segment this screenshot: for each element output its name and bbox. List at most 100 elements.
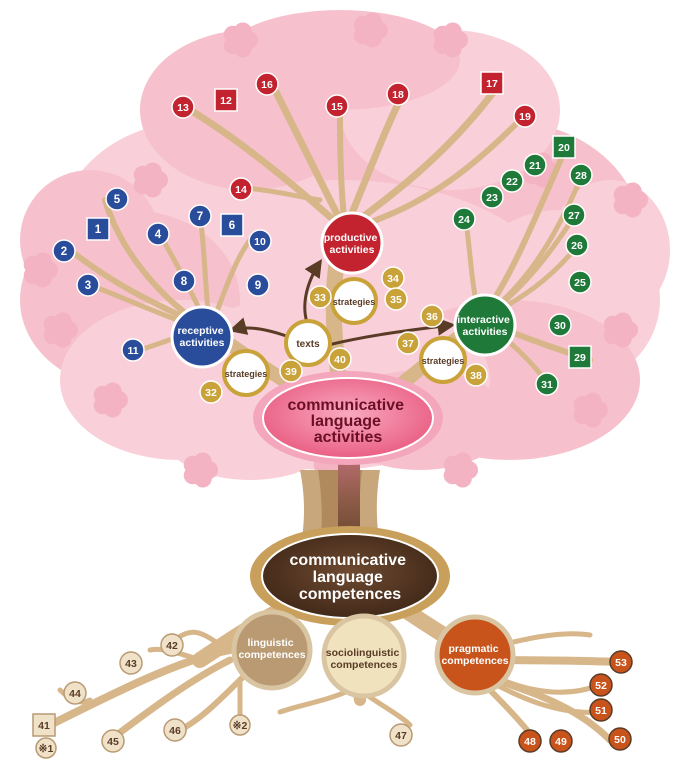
marker-17: 17 xyxy=(480,71,504,95)
pragmatic-label: pragmatic competences xyxy=(441,643,508,667)
marker-1: 1 xyxy=(86,217,110,241)
marker-label: 9 xyxy=(255,280,261,292)
marker-label: 30 xyxy=(554,320,566,332)
marker-label: 5 xyxy=(114,194,121,206)
marker-label: 32 xyxy=(205,387,217,399)
marker-label: 42 xyxy=(166,640,178,652)
strategies-interactive-circle xyxy=(419,336,467,384)
marker-32: 32 xyxy=(199,380,223,404)
receptive-label: receptive activities xyxy=(177,325,226,349)
marker-label: 23 xyxy=(486,192,498,204)
marker-shape xyxy=(480,71,504,95)
marker-23: 23 xyxy=(480,185,504,209)
marker-label: 45 xyxy=(107,736,119,748)
sociolinguistic-node: sociolinguistic competences xyxy=(321,613,407,699)
marker-39: 39 xyxy=(279,359,303,383)
marker-42: 42 xyxy=(160,633,184,657)
marker-shape xyxy=(188,204,212,228)
strategies-productive-label: strategies xyxy=(333,297,376,307)
marker-label: 43 xyxy=(125,658,137,670)
marker-40: 40 xyxy=(328,347,352,371)
marker-7: 7 xyxy=(188,204,212,228)
marker-49: 49 xyxy=(549,729,573,753)
marker-35: 35 xyxy=(384,287,408,311)
interactive-label: interactive activities xyxy=(457,314,512,338)
marker-14: 14 xyxy=(229,177,253,201)
marker-25: 25 xyxy=(568,270,592,294)
marker-37: 37 xyxy=(396,331,420,355)
marker-38: 38 xyxy=(464,363,488,387)
marker-note-1: ※1 xyxy=(35,737,57,759)
marker-12: 12 xyxy=(214,88,238,112)
marker-shape xyxy=(549,729,573,753)
marker-label: 19 xyxy=(519,111,531,123)
marker-shape xyxy=(569,163,593,187)
linguistic-label: linguistic competences xyxy=(238,637,305,661)
competences-node: communicative language competences xyxy=(250,526,450,626)
strategies-receptive-circle xyxy=(222,349,270,397)
marker-label: 40 xyxy=(334,354,346,366)
marker-shape xyxy=(568,270,592,294)
marker-28: 28 xyxy=(569,163,593,187)
marker-label: 12 xyxy=(220,95,232,107)
marker-label: 6 xyxy=(229,220,235,232)
blossom-petal xyxy=(103,382,122,401)
blossom-petal xyxy=(33,252,52,271)
marker-shape xyxy=(518,729,542,753)
marker-15: 15 xyxy=(325,94,349,118)
blossom-petal xyxy=(453,452,472,471)
marker-51: 51 xyxy=(589,698,613,722)
marker-label: 31 xyxy=(541,379,553,391)
marker-shape xyxy=(552,135,576,159)
marker-33: 33 xyxy=(308,285,332,309)
marker-shape xyxy=(35,737,57,759)
texts-label: texts xyxy=(296,339,320,350)
marker-shape xyxy=(589,673,613,697)
marker-label: 38 xyxy=(470,370,482,382)
arrow-to-interactive xyxy=(327,317,456,347)
sociolinguistic-label: sociolinguistic competences xyxy=(326,647,402,671)
marker-label: 41 xyxy=(38,720,50,732)
marker-shape xyxy=(513,104,537,128)
marker-shape xyxy=(389,723,413,747)
marker-26: 26 xyxy=(565,233,589,257)
marker-label: 39 xyxy=(285,366,297,378)
blossom-petal xyxy=(193,452,212,471)
marker-22: 22 xyxy=(500,169,524,193)
marker-19: 19 xyxy=(513,104,537,128)
marker-shape xyxy=(121,338,145,362)
marker-label: 21 xyxy=(529,160,541,172)
marker-shape xyxy=(480,185,504,209)
marker-label: 53 xyxy=(615,657,627,669)
marker-8: 8 xyxy=(172,269,196,293)
competences-label: communicative language competences xyxy=(290,552,411,603)
marker-shape xyxy=(119,651,143,675)
pragmatic-node: pragmatic competences xyxy=(434,614,516,696)
marker-shape xyxy=(565,233,589,257)
marker-shape xyxy=(500,169,524,193)
productive-label: productive activities xyxy=(324,232,381,256)
marker-21: 21 xyxy=(523,153,547,177)
marker-label: 49 xyxy=(555,736,567,748)
marker-24: 24 xyxy=(452,207,476,231)
marker-label: 51 xyxy=(595,705,607,717)
marker-shape xyxy=(86,217,110,241)
marker-shape xyxy=(146,222,170,246)
productive-node: productive activities xyxy=(320,211,384,275)
marker-6: 6 xyxy=(220,213,244,237)
marker-3: 3 xyxy=(76,273,100,297)
linguistic-node: linguistic competences xyxy=(231,609,313,691)
marker-label: 44 xyxy=(69,688,81,700)
marker-label: 13 xyxy=(177,102,189,114)
marker-shape xyxy=(255,72,279,96)
marker-9: 9 xyxy=(246,273,270,297)
blossom-petal xyxy=(623,182,642,201)
marker-shape xyxy=(464,363,488,387)
marker-label: 16 xyxy=(261,79,273,91)
marker-shape xyxy=(589,698,613,722)
marker-shape xyxy=(199,380,223,404)
marker-label: 8 xyxy=(181,276,188,288)
marker-30: 30 xyxy=(548,313,572,337)
marker-shape xyxy=(328,347,352,371)
marker-shape xyxy=(105,187,129,211)
